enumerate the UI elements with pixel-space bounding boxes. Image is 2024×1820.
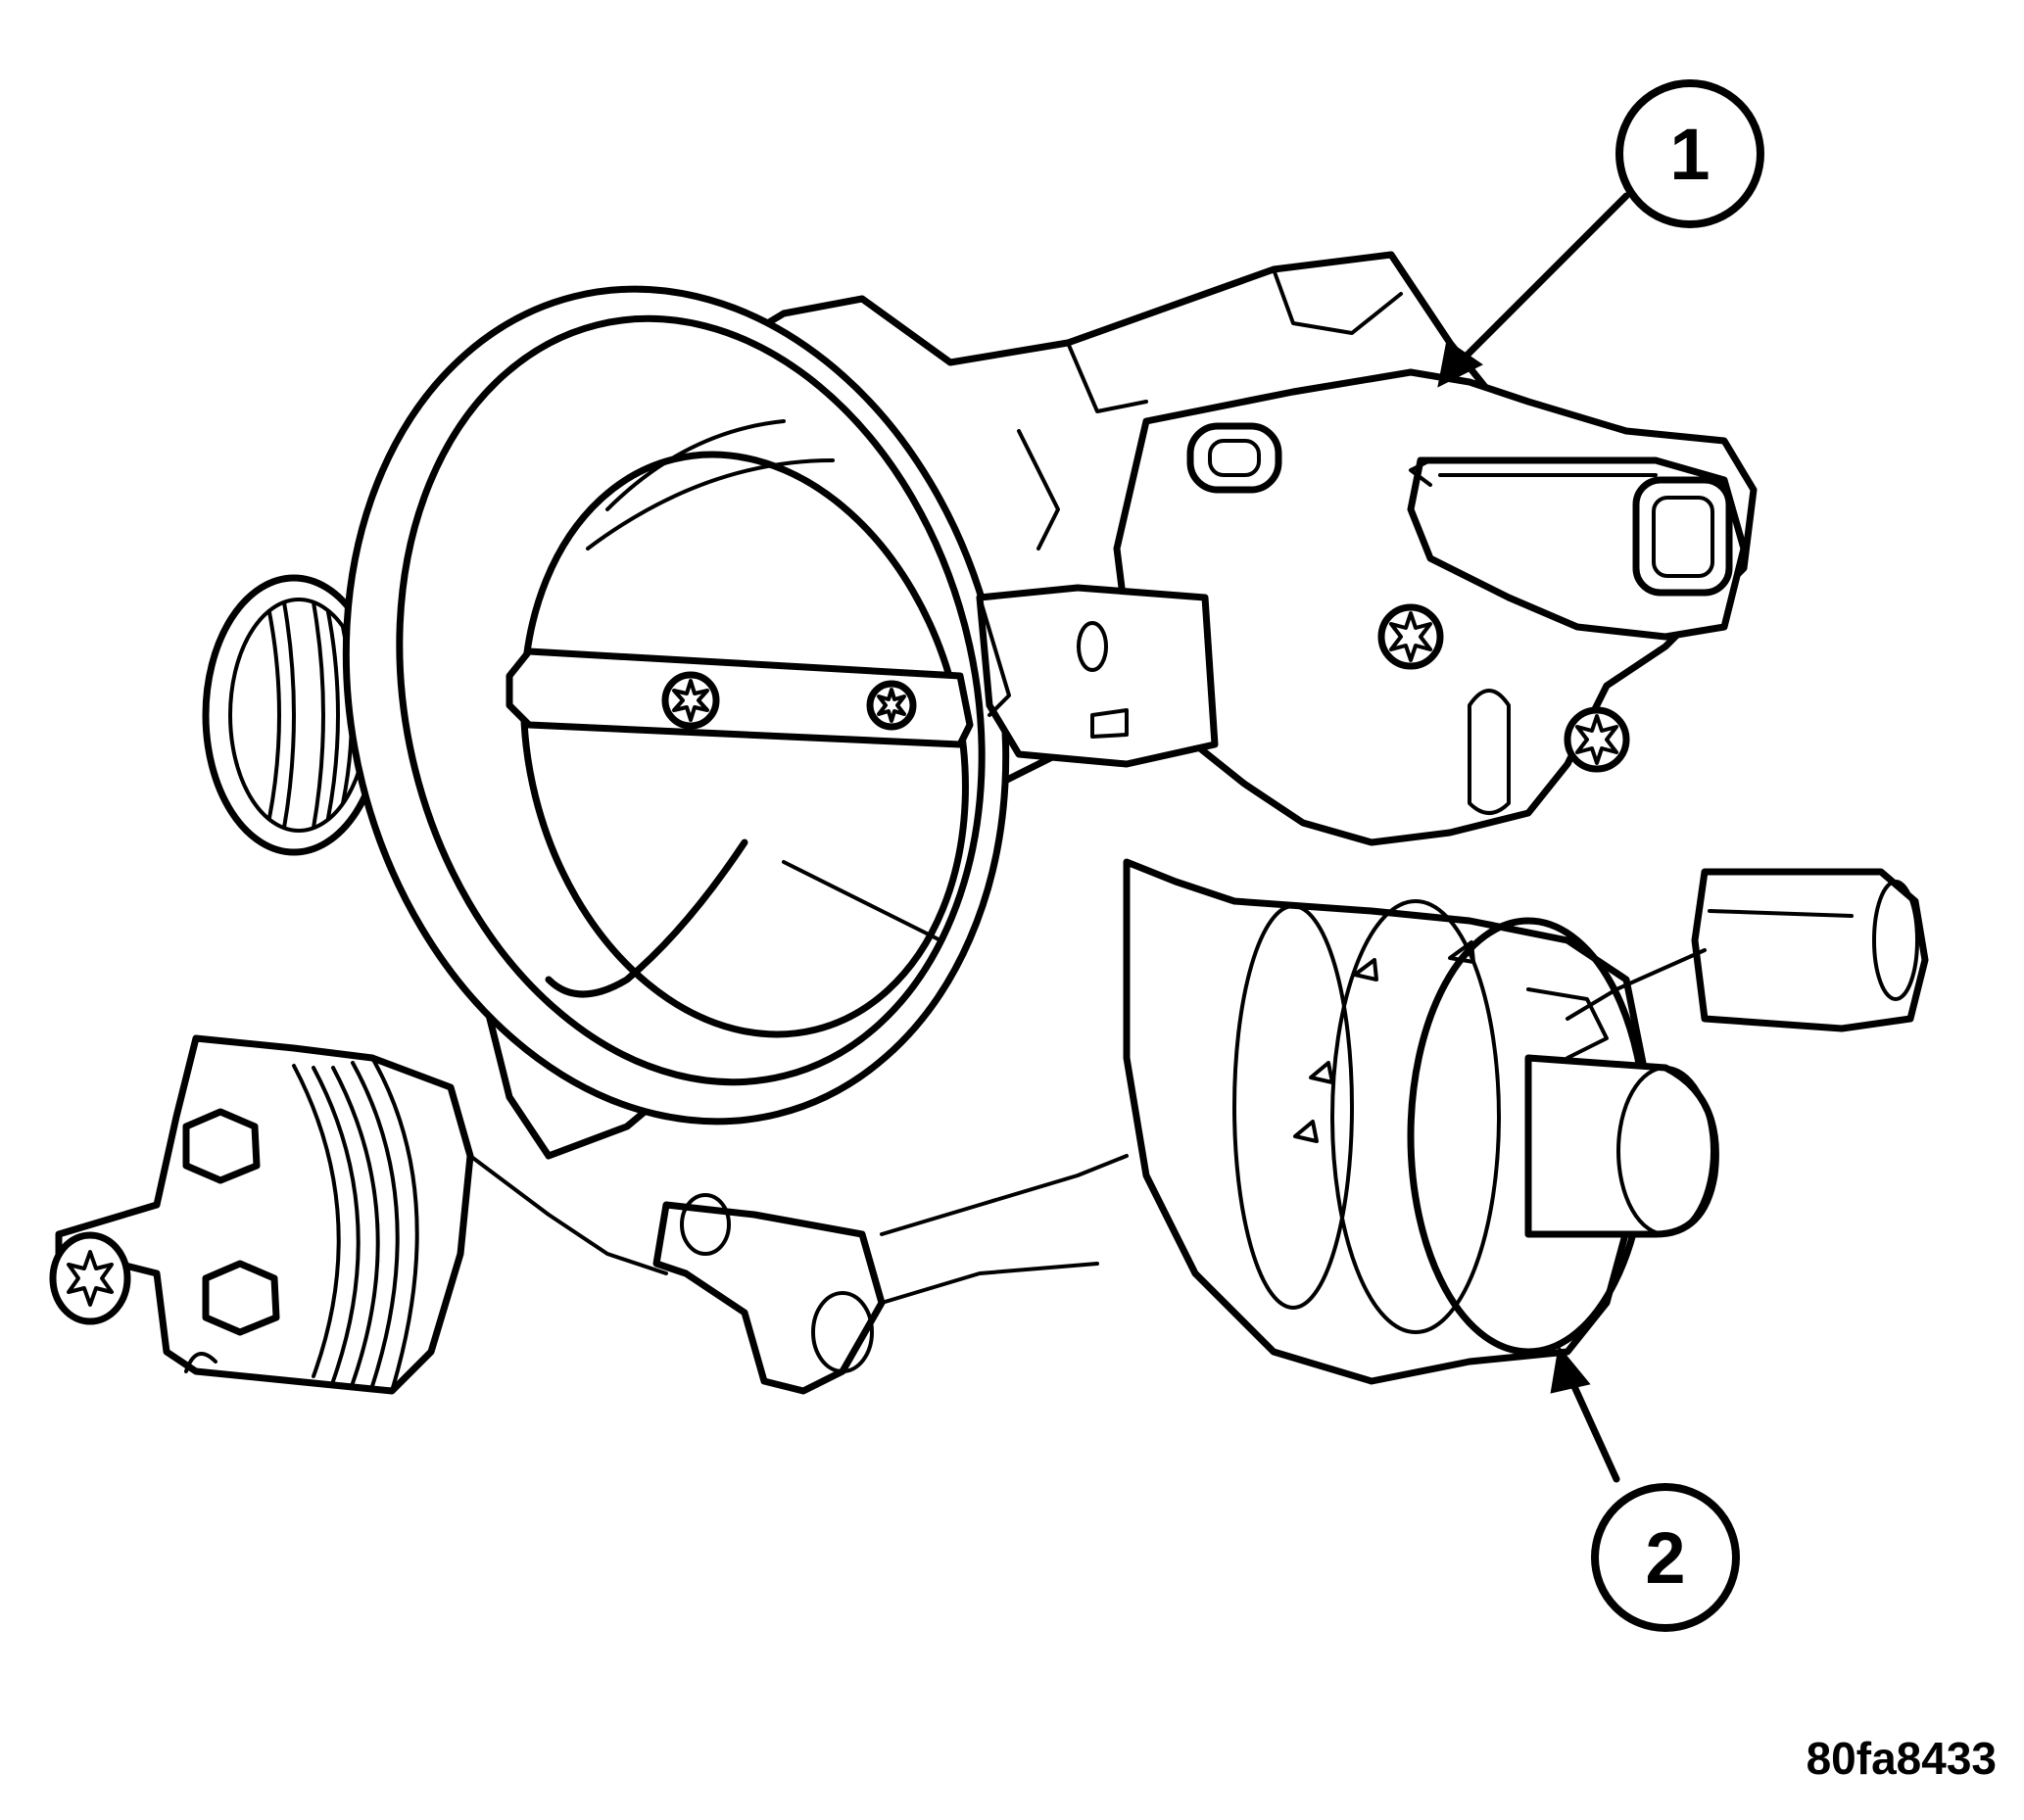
arrowhead-icon [1550, 1345, 1591, 1394]
cable-pulley-assembly [49, 1034, 668, 1395]
throttle-body-lower-mount [652, 1154, 1129, 1395]
throttle-position-sensor [976, 368, 1758, 846]
callout-1: 1 [1437, 79, 1764, 388]
callout-1-label: 1 [1669, 114, 1710, 195]
callout-2-circle [1591, 1483, 1740, 1632]
callout-2: 2 [1550, 1345, 1740, 1632]
callout-2-label: 2 [1645, 1517, 1685, 1599]
figure-id: 80fa8433 [1806, 1733, 1997, 1784]
torx-screw-icon [866, 680, 917, 731]
arrowhead-icon [1437, 339, 1483, 388]
torx-screw-icon [661, 671, 720, 730]
idle-air-control-motor [1123, 858, 1929, 1385]
throttle-shaft [506, 647, 974, 748]
torx-screw-icon [49, 1231, 131, 1325]
callout-1-circle [1615, 79, 1764, 228]
throttle-plate [545, 838, 942, 998]
torx-screw-icon [1564, 706, 1630, 773]
torx-screw-icon [1377, 603, 1444, 670]
